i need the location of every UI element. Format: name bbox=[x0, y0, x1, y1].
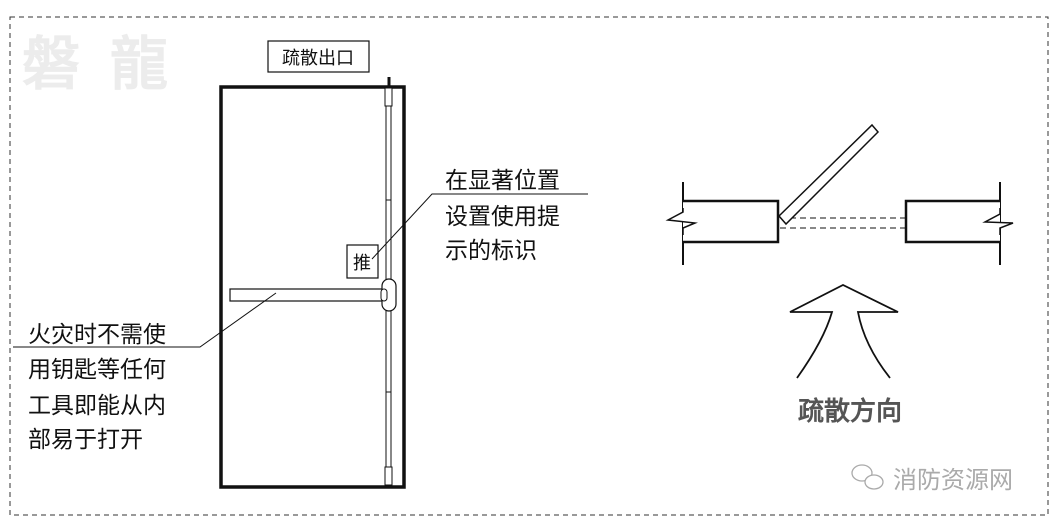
left-leader-line bbox=[13, 292, 277, 348]
bottom-watermark: 消防资源网 bbox=[893, 466, 1013, 494]
callout-right-line: 设置使用提 bbox=[445, 204, 560, 230]
callout-right: 在显著位置 设置使用提 示的标识 bbox=[445, 168, 560, 264]
evacuation-arrow bbox=[789, 283, 899, 379]
direction-label: 疏散方向 bbox=[798, 396, 902, 427]
push-sign-box bbox=[346, 244, 379, 279]
exit-sign-box bbox=[267, 40, 370, 73]
right-leader-line bbox=[371, 193, 588, 260]
dashed-frame bbox=[9, 16, 1049, 516]
callout-left-line: 火灾时不需使 bbox=[28, 322, 166, 348]
callout-left-line: 工具即能从内 bbox=[28, 393, 166, 419]
push-bar bbox=[229, 288, 387, 302]
callout-left-line: 部易于打开 bbox=[28, 427, 143, 453]
door-leaf-open bbox=[777, 123, 880, 226]
exit-sign-text: 疏散出口 bbox=[282, 48, 354, 69]
door-plan-view bbox=[665, 123, 1014, 265]
wechat-icon bbox=[851, 464, 884, 490]
callout-right-line: 示的标识 bbox=[445, 238, 537, 264]
door-elevation bbox=[219, 77, 406, 489]
push-sign-text: 推 bbox=[353, 253, 371, 274]
callout-left: 火灾时不需使 用钥匙等任何 工具即能从内 部易于打开 bbox=[28, 322, 166, 453]
top-watermark: 磐龍 bbox=[22, 30, 198, 98]
callout-right-line: 在显著位置 bbox=[445, 168, 560, 194]
callout-left-line: 用钥匙等任何 bbox=[28, 357, 166, 383]
door-frame bbox=[219, 85, 406, 489]
